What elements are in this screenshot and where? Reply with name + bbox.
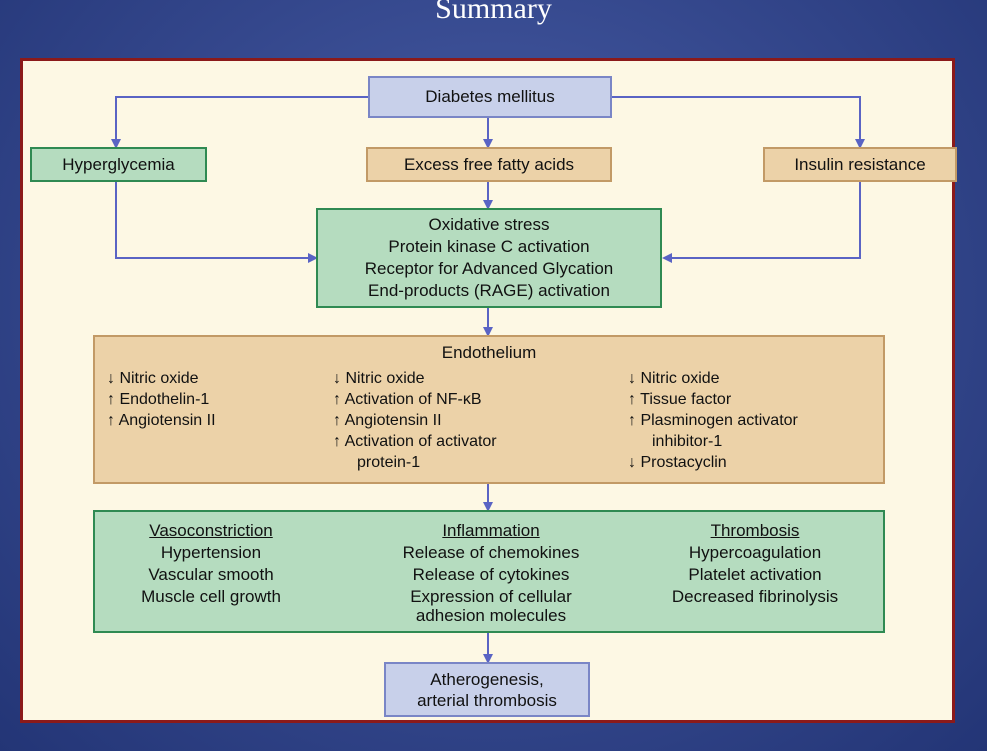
endo-c2-item: ↓ Nitric oxide [333,370,425,387]
endothelium-column-3: ↓ Nitric oxide ↑ Tissue factor ↑ Plasmin… [628,368,798,473]
vasoconstriction-title: Vasoconstriction [149,521,273,540]
endo-c2-item: ↑ Activation of activator [333,433,497,450]
endothelium-box: Endothelium ↓ Nitric oxide ↑ Endothelin-… [93,335,885,484]
thrombosis-title: Thrombosis [710,521,800,540]
endo-c2-item: ↑ Activation of NF-κB [333,391,482,408]
hyperglycemia-label: Hyperglycemia [62,154,175,174]
diabetes-mellitus-box: Diabetes mellitus [368,76,612,118]
effect-item: Platelet activation [688,565,822,584]
endothelium-column-2: ↓ Nitric oxide ↑ Activation of NF-κB ↑ A… [333,368,497,473]
outcome-line-1: Atherogenesis, [430,669,544,689]
free-fatty-acids-label: Excess free fatty acids [403,154,575,174]
endo-c3-item: ↓ Prostacyclin [628,454,727,471]
inflammation-title: Inflammation [442,521,540,540]
effects-box: Vasoconstriction Hypertension Vascular s… [93,510,885,633]
endo-c3-item: inhibitor-1 [652,433,723,450]
insulin-resistance-label: Insulin resistance [794,154,926,174]
endo-c3-item: ↑ Plasminogen activator [628,412,798,429]
insulin-resistance-box: Insulin resistance [763,147,957,182]
effect-item: Vascular smooth [148,565,274,584]
diabetes-mellitus-label: Diabetes mellitus [425,87,555,106]
endo-c3-item: ↑ Tissue factor [628,391,732,408]
mechanism-4: End-products (RAGE) activation [368,281,610,300]
endo-c3-item: ↓ Nitric oxide [628,370,720,387]
effect-item: Release of chemokines [402,543,580,562]
effect-item: Hypertension [160,543,262,562]
outcome-line-2: arterial thrombosis [417,690,557,710]
effect-item: Decreased fibrinolysis [671,587,839,606]
mechanism-1: Oxidative stress [428,215,550,234]
endo-c1-item: ↓ Nitric oxide [107,370,199,387]
thrombosis-column: Thrombosis Hypercoagulation Platelet act… [635,520,875,608]
endothelium-column-1: ↓ Nitric oxide ↑ Endothelin-1 ↑ Angioten… [107,368,216,431]
outcome-box: Atherogenesis, arterial thrombosis [384,662,590,717]
endothelium-title: Endothelium [441,343,537,362]
slide-title: Summary [435,0,552,25]
free-fatty-acids-box: Excess free fatty acids [366,147,612,182]
endo-c1-item: ↑ Angiotensin II [107,412,216,429]
effect-item: Hypercoagulation [688,543,822,562]
effect-item: Release of cytokines [412,565,570,584]
mechanism-2: Protein kinase C activation [388,237,590,256]
effect-item: Muscle cell growth [141,587,281,606]
mechanisms-box: Oxidative stress Protein kinase C activa… [316,208,662,308]
mechanism-3: Receptor for Advanced Glycation [364,259,614,278]
endo-c2-item: protein-1 [357,454,421,471]
endo-c2-item: ↑ Angiotensin II [333,412,442,429]
vasoconstriction-column: Vasoconstriction Hypertension Vascular s… [101,520,321,608]
effect-item: Expression of cellular [410,587,572,606]
hyperglycemia-box: Hyperglycemia [30,147,207,182]
inflammation-column: Inflammation Release of chemokines Relea… [361,520,621,625]
effect-item: adhesion molecules [415,606,567,625]
endo-c1-item: ↑ Endothelin-1 [107,391,210,408]
